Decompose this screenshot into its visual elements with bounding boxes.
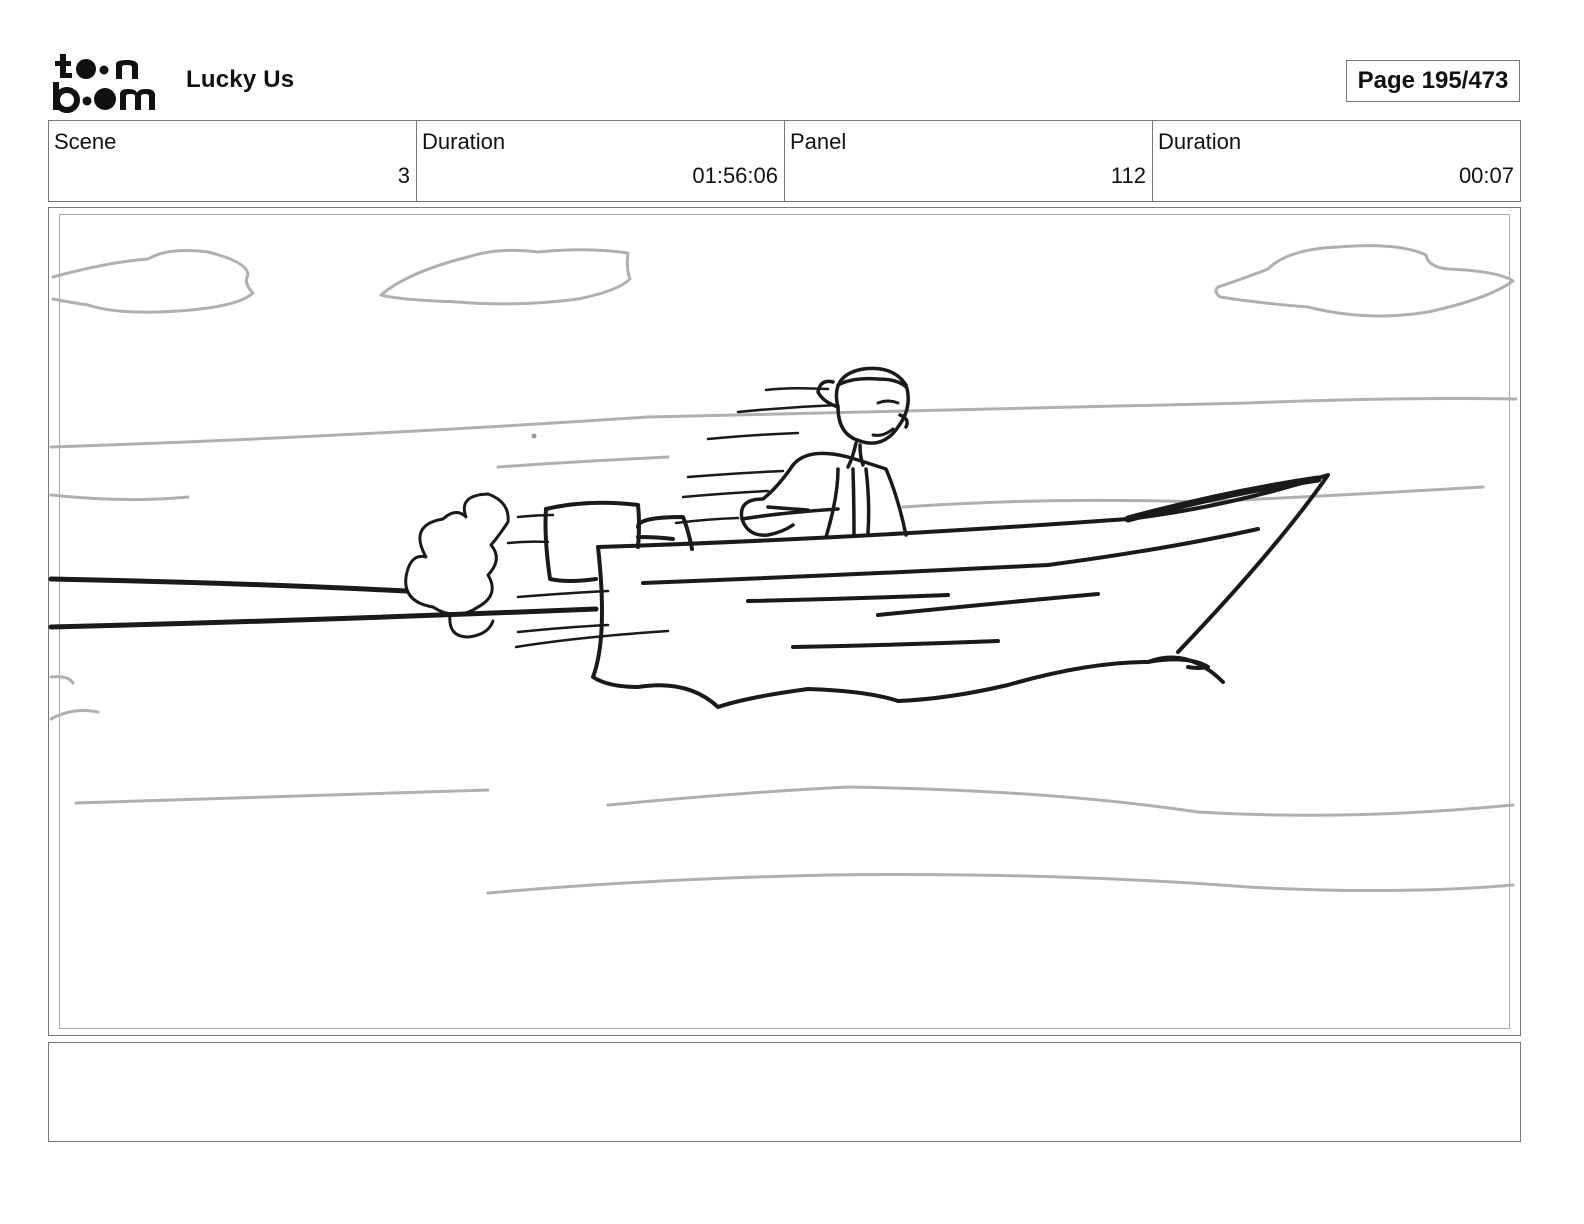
page-number: Page 195/473 bbox=[1346, 60, 1520, 102]
scene-duration-value: 01:56:06 bbox=[692, 163, 778, 188]
panel-notes-box bbox=[48, 1042, 1521, 1142]
water-lines bbox=[49, 397, 1518, 895]
scene-info-table: Scene 3 Duration 01:56:06 Panel 112 Dura… bbox=[48, 120, 1521, 202]
panel-cell: Panel 112 bbox=[785, 121, 1153, 201]
boat-driver-figure bbox=[739, 366, 910, 539]
scene-value: 3 bbox=[397, 163, 410, 188]
scene-cell: Scene 3 bbox=[49, 121, 417, 201]
panel-value: 112 bbox=[1110, 163, 1146, 188]
boat bbox=[543, 473, 1330, 709]
panel-duration-cell: Duration 00:07 bbox=[1153, 121, 1520, 201]
exhaust-puff bbox=[404, 492, 510, 639]
panel-label: Panel bbox=[790, 129, 847, 154]
panel-duration-value: 00:07 bbox=[1458, 163, 1514, 188]
storyboard-panel-frame bbox=[48, 207, 1521, 1036]
clouds bbox=[51, 244, 1515, 318]
speed-lines bbox=[48, 576, 599, 630]
scene-duration-cell: Duration 01:56:06 bbox=[417, 121, 785, 201]
project-title: Lucky Us bbox=[186, 66, 295, 93]
panel-duration-label: Duration bbox=[1158, 129, 1242, 154]
storyboard-panel-safe-area bbox=[59, 214, 1510, 1029]
scene-label: Scene bbox=[54, 129, 117, 154]
storyboard-sketch bbox=[48, 244, 1518, 895]
motion-lines bbox=[506, 386, 840, 649]
sketch-dot bbox=[531, 433, 537, 439]
toon-boom-logo bbox=[53, 54, 155, 113]
scene-duration-label: Duration bbox=[422, 129, 506, 154]
